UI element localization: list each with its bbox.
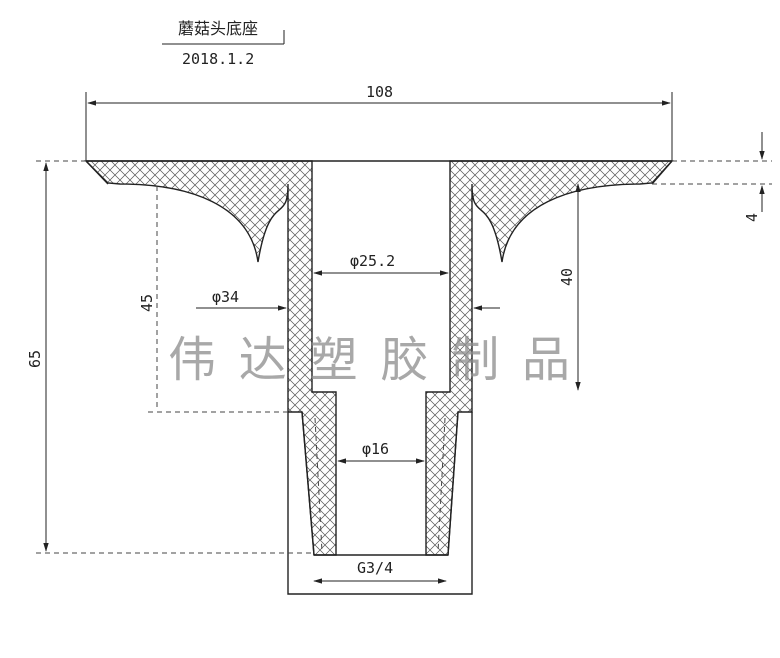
thread-tail xyxy=(287,411,473,595)
dim-overall-height: 65 xyxy=(26,160,314,554)
dim-bore-depth: 40 xyxy=(558,183,581,391)
dim-flange-thickness: 4 xyxy=(652,132,772,222)
flare-depth-label: 45 xyxy=(138,294,156,312)
upper-bore-label: φ25.2 xyxy=(350,252,395,270)
title-block: 蘑菇头底座 2018.1.2 xyxy=(162,19,285,68)
lower-bore-label: φ16 xyxy=(362,440,389,458)
overall-height-label: 65 xyxy=(26,350,44,368)
overall-width-label: 108 xyxy=(366,83,393,101)
flange-thickness-label: 4 xyxy=(743,213,761,222)
dim-inner-flare: φ34 xyxy=(196,288,500,311)
dim-flare-depth: 45 xyxy=(138,186,288,413)
drawing-date: 2018.1.2 xyxy=(182,50,254,68)
inner-flare-label: φ34 xyxy=(212,288,239,306)
dim-thread: G3/4 xyxy=(313,559,447,584)
dim-upper-bore: φ25.2 xyxy=(313,252,449,276)
part-name: 蘑菇头底座 xyxy=(178,19,258,38)
dim-lower-bore: φ16 xyxy=(337,440,425,464)
flange-outline xyxy=(85,160,673,185)
thread-label: G3/4 xyxy=(357,559,393,577)
watermark-text: 伟达塑胶制品 xyxy=(168,332,570,388)
bore-depth-label: 40 xyxy=(558,268,576,286)
dim-overall-width: 108 xyxy=(85,83,673,161)
